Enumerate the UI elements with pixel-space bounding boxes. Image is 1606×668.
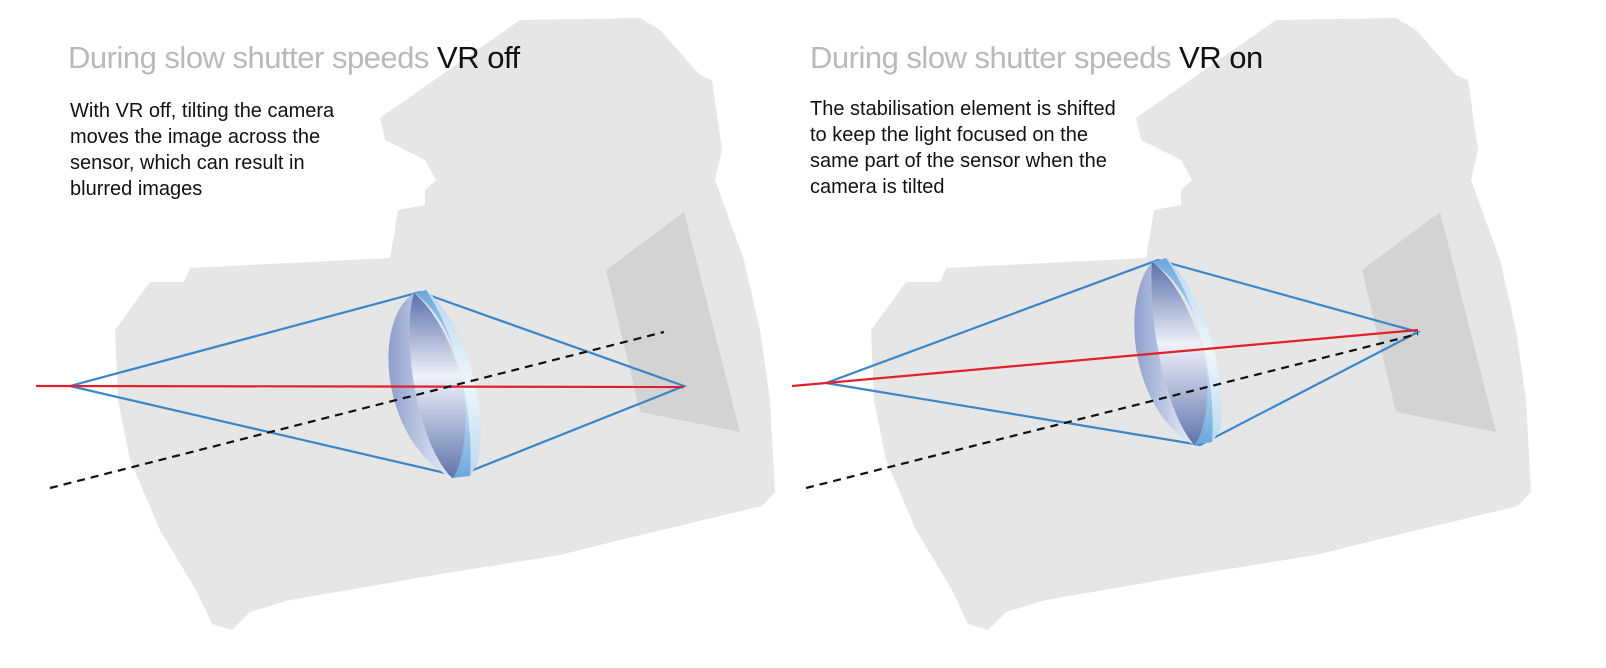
- panel-description-vr-off: With VR off, tilting the camera moves th…: [70, 100, 335, 200]
- image-sensor: [1362, 212, 1496, 432]
- panel-title-vr-off: During slow shutter speeds VR off: [68, 40, 520, 76]
- panel-title-vr-on: During slow shutter speeds VR on: [810, 40, 1263, 76]
- image-sensor: [606, 212, 740, 432]
- title-lead: During slow shutter speeds: [810, 40, 1171, 75]
- optical-axis-dashed: [49, 330, 665, 490]
- center-ray: [35, 384, 685, 389]
- lens-element: [388, 290, 481, 478]
- lens-element: [1134, 258, 1222, 445]
- panel-vr-off: [35, 18, 775, 630]
- center-ray: [791, 328, 1419, 388]
- title-lead: During slow shutter speeds: [68, 40, 429, 75]
- panel-description-vr-on: The stabilisation element is shifted to …: [810, 98, 1116, 198]
- panel-vr-on: [791, 18, 1531, 630]
- light-rays: [825, 258, 1421, 447]
- title-mode: VR on: [1179, 40, 1263, 75]
- optical-axis-dashed: [805, 332, 1419, 490]
- title-mode: VR off: [437, 40, 520, 75]
